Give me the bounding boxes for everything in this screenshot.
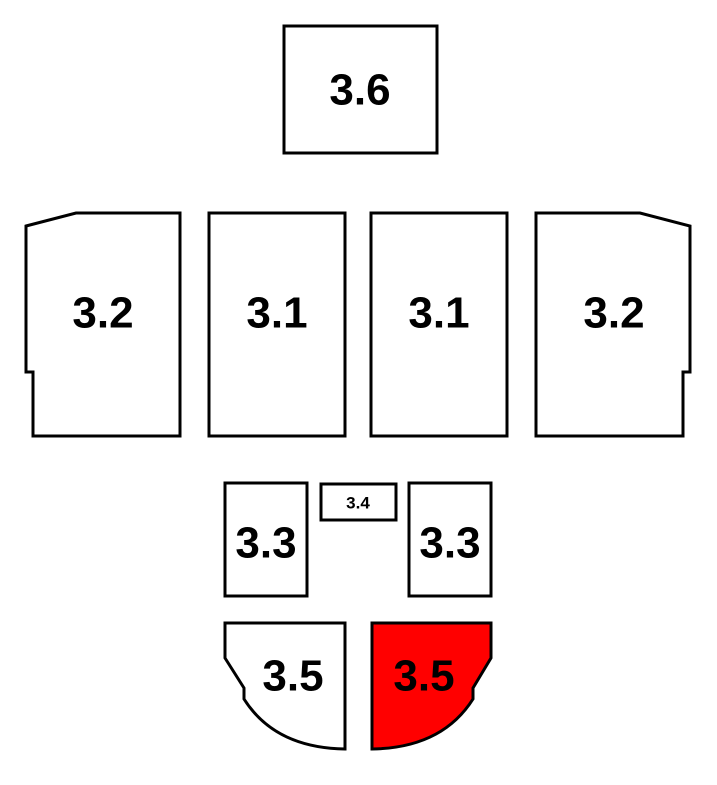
piece-label: 3.1 <box>246 289 307 338</box>
piece-label: 3.4 <box>346 494 370 513</box>
piece-label: 3.3 <box>419 519 480 568</box>
piece-3-3-right[interactable]: 3.3 <box>407 481 493 598</box>
piece-3-1-right[interactable]: 3.1 <box>369 211 509 438</box>
piece-3-3-left[interactable]: 3.3 <box>223 481 309 598</box>
piece-3-4[interactable]: 3.4 <box>319 482 398 522</box>
piece-3-5-left[interactable]: 3.5 <box>223 621 347 751</box>
piece-label: 3.2 <box>72 289 133 338</box>
piece-3-2-left[interactable]: 3.2 <box>24 211 182 438</box>
piece-3-5-right-highlighted[interactable]: 3.5 <box>370 621 493 751</box>
piece-label: 3.5 <box>262 652 323 701</box>
piece-3-2-right[interactable]: 3.2 <box>534 211 692 438</box>
piece-label: 3.5 <box>393 652 454 701</box>
piece-label: 3.3 <box>235 519 296 568</box>
piece-label: 3.6 <box>329 66 390 115</box>
piece-label: 3.2 <box>583 289 644 338</box>
piece-3-1-left[interactable]: 3.1 <box>207 211 347 438</box>
piece-label: 3.1 <box>408 289 469 338</box>
piece-3-6[interactable]: 3.6 <box>282 24 439 155</box>
